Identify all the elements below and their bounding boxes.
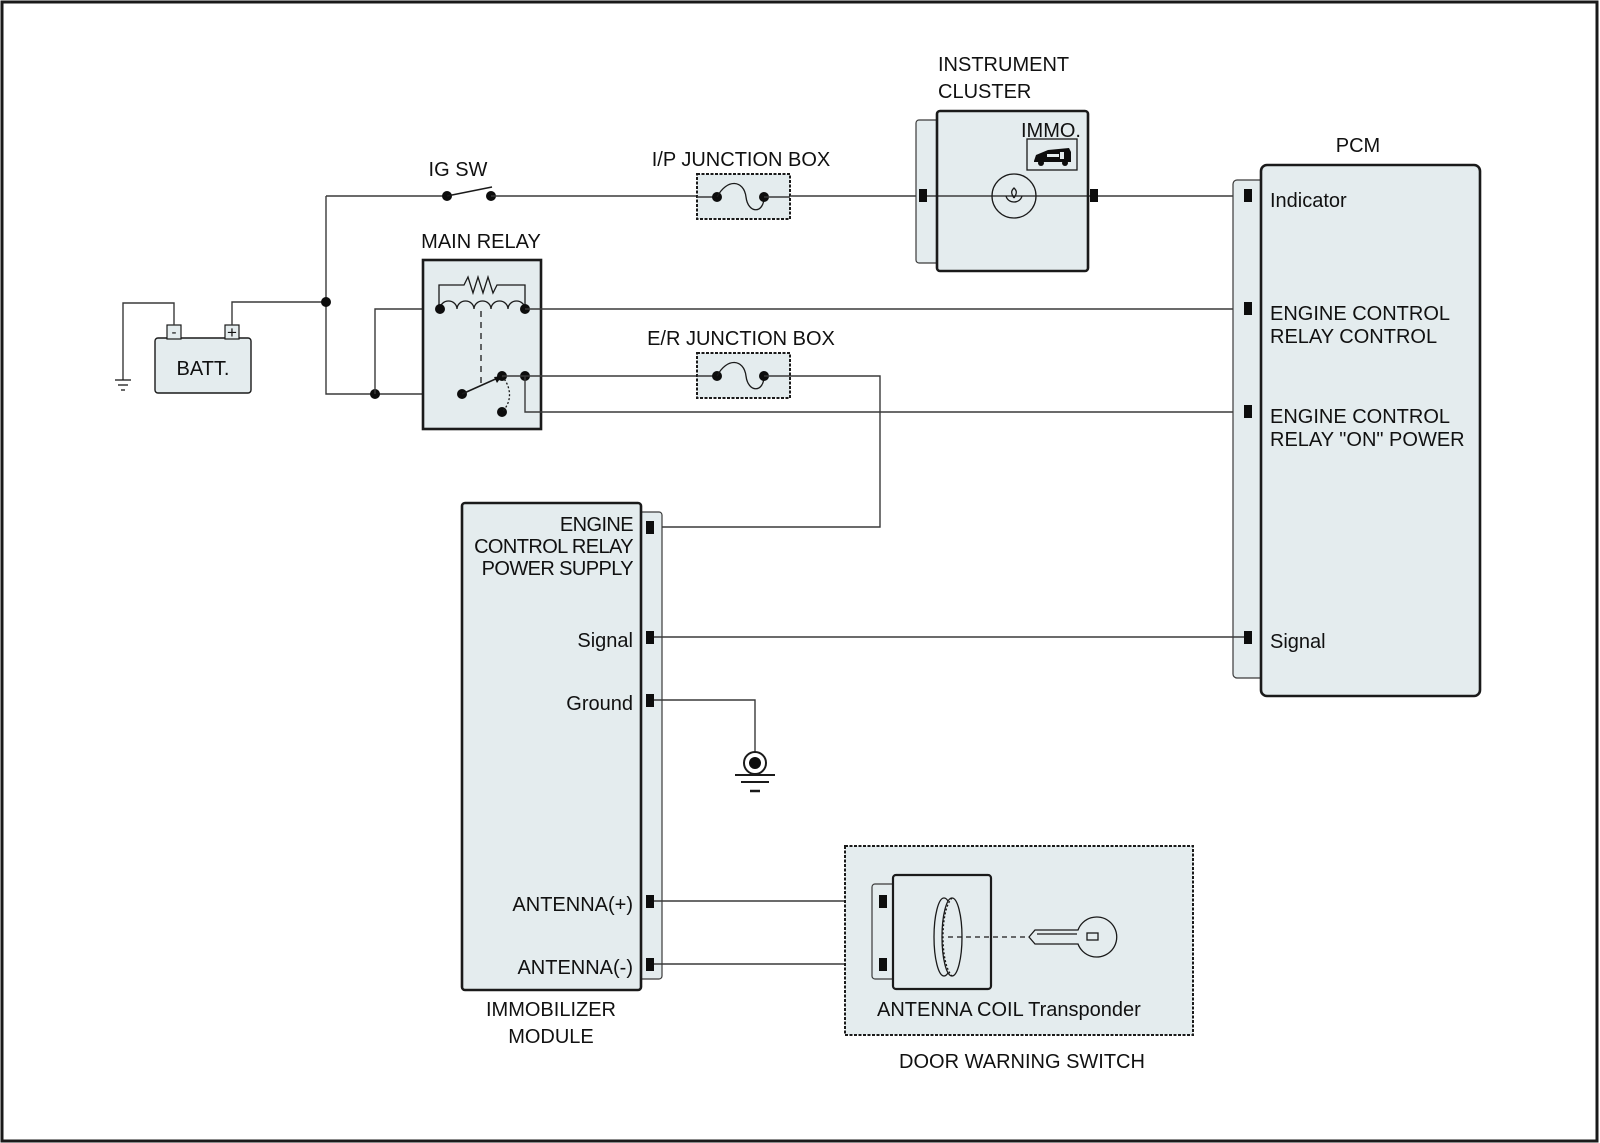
battery-label: BATT.: [177, 358, 230, 380]
immo-indicator-label: IMMO.: [1021, 120, 1081, 142]
pcm-label: PCM: [1336, 135, 1380, 157]
immo-pin-signal: Signal: [577, 630, 633, 652]
ground-icon: [115, 379, 131, 391]
battery-positive-symbol: +: [227, 323, 237, 342]
connector-pin: [646, 694, 654, 707]
immo-pin-ground: Ground: [566, 693, 633, 715]
instrument-cluster-label-line2: CLUSTER: [938, 81, 1031, 103]
fuse-icon: [697, 361, 790, 390]
relay-on-power-wire: [524, 376, 1248, 413]
pcm-pin-relay-on-power-line1: ENGINE CONTROL: [1270, 406, 1450, 428]
er-box-to-immobilizer-wire: [655, 375, 881, 528]
immo-pin-power-line2: CONTROL RELAY: [474, 536, 633, 558]
battery-ground-wire: [122, 302, 175, 380]
pcm-body: [1259, 163, 1482, 698]
connector-pin: [646, 895, 654, 908]
ig-switch-label: IG SW: [429, 159, 488, 181]
relay-coil-icon: [439, 300, 526, 310]
key-icon: [1028, 916, 1118, 958]
immo-pin-power-line1: ENGINE: [560, 514, 633, 536]
bulb-icon: [991, 173, 1037, 219]
ip-junction-box-label: I/P JUNCTION BOX: [652, 149, 831, 171]
er-junction-box-label: E/R JUNCTION BOX: [647, 328, 835, 350]
door-warning-switch-label: DOOR WARNING SWITCH: [899, 1051, 1145, 1073]
fuse-icon: [697, 182, 790, 211]
immo-pin-antenna-plus: ANTENNA(+): [512, 894, 633, 916]
connector-pin: [646, 521, 654, 534]
battery-positive-wire: [231, 301, 326, 325]
immobilizer-module-label-line1: IMMOBILIZER: [486, 999, 616, 1021]
ip-junction-box: [696, 173, 791, 220]
connector-pin: [919, 189, 927, 202]
immobilizer-module: ENGINE CONTROL RELAY POWER SUPPLY Signal…: [460, 501, 663, 992]
er-junction-box: [696, 352, 791, 399]
instrument-cluster-label-line1: INSTRUMENT: [938, 54, 1069, 76]
pcm-pin-signal: Signal: [1270, 631, 1326, 653]
junction-dot: [321, 297, 331, 307]
connector-pin: [879, 895, 887, 908]
instrument-cluster: IMMO.: [915, 109, 1098, 273]
door-warning-switch: ANTENNA COIL Transponder: [844, 845, 1194, 1036]
immo-pin-power-line3: POWER SUPPLY: [482, 558, 634, 580]
pcm: Indicator ENGINE CONTROL RELAY CONTROL E…: [1232, 163, 1482, 698]
connector-pin: [646, 631, 654, 644]
battery-negative-symbol: -: [172, 324, 177, 341]
pcm-pin-relay-control-line2: RELAY CONTROL: [1270, 326, 1437, 348]
pcm-pin-relay-control-line1: ENGINE CONTROL: [1270, 303, 1450, 325]
relay-coil-feed-wire: [374, 308, 440, 394]
chassis-ground-icon: [735, 751, 775, 793]
immo-pin-antenna-minus: ANTENNA(-): [517, 957, 633, 979]
immo-indicator-box: [1026, 138, 1078, 171]
pcm-pin-relay-on-power-line2: RELAY "ON" POWER: [1270, 429, 1465, 451]
immobilizer-module-body: [460, 501, 643, 992]
connector-pin: [1244, 189, 1252, 202]
immobilizer-ground-wire: [654, 699, 756, 752]
main-relay: [421, 258, 543, 431]
connector-pin: [646, 958, 654, 971]
connector-pin: [1244, 302, 1252, 315]
antenna-coil-transponder-label: ANTENNA COIL Transponder: [877, 999, 1141, 1021]
connector-pin: [1090, 189, 1098, 202]
resistor-icon: [438, 274, 526, 309]
pcm-pin-indicator: Indicator: [1270, 190, 1347, 212]
connector-pin: [879, 958, 887, 971]
connector-pin: [1244, 631, 1252, 644]
immobilizer-module-label-line2: MODULE: [508, 1026, 594, 1048]
main-relay-label: MAIN RELAY: [421, 231, 541, 253]
battery-body: [154, 337, 252, 394]
battery: - + BATT.: [154, 323, 252, 394]
connector-pin: [1244, 405, 1252, 418]
car-key-icon: [1034, 148, 1071, 166]
